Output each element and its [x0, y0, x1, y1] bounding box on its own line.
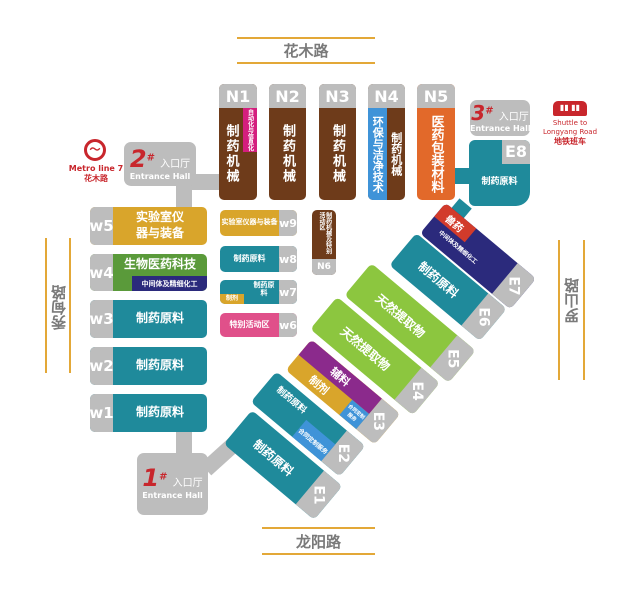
- hall-number: 1: [142, 464, 160, 492]
- hall-id: w5: [90, 207, 114, 245]
- hall-id: w9: [279, 210, 297, 236]
- shuttle-line1: Shuttle to: [552, 119, 588, 127]
- corridor: [190, 174, 222, 190]
- metro-station: 花木路: [84, 174, 108, 184]
- road-right: 罗山路: [563, 278, 581, 323]
- hall-id: N2: [269, 84, 306, 108]
- bus-icon: ▮▮ ▮▮: [553, 101, 587, 116]
- hall-category: 制药原料: [253, 281, 275, 298]
- hall-w3[interactable]: w3 制药原料: [90, 300, 207, 338]
- shuttle-line2: Longyang Road: [542, 128, 598, 137]
- hall-subcategory: 环保与洁净技术: [368, 108, 387, 200]
- road-line: [45, 238, 47, 373]
- hall-cn: 入口厅: [160, 159, 191, 170]
- road-line: [69, 238, 71, 373]
- hall-en: Entrance Hall: [142, 491, 203, 500]
- hall-id: N4: [368, 84, 405, 108]
- metro-line: Metro line 7: [68, 164, 124, 173]
- hall-category: 制药机械: [223, 124, 239, 184]
- road-line: [262, 527, 375, 529]
- hall-id: w6: [279, 313, 297, 337]
- hall-id: N1: [219, 84, 257, 108]
- entrance-hall-1[interactable]: 1# 入口厅 Entrance Hall: [137, 453, 208, 515]
- hall-sup: #: [159, 471, 168, 483]
- entrance-hall-2[interactable]: 2# 入口厅 Entrance Hall: [124, 142, 196, 186]
- hall-N5[interactable]: N5 医药包装材料: [417, 84, 455, 200]
- hall-category: 医药包装材料: [428, 115, 444, 193]
- hall-id: w3: [90, 300, 114, 338]
- road-left: 秀甸路: [50, 285, 68, 330]
- hall-id: N6: [312, 259, 336, 275]
- hall-number: 3: [471, 101, 486, 125]
- hall-category: 制药机械: [330, 124, 345, 184]
- hall-category: 制药原料: [135, 358, 184, 373]
- hall-id: E2: [335, 443, 352, 464]
- hall-w7[interactable]: 制药原料 制剂 w7: [220, 280, 297, 304]
- hall-id: w2: [90, 347, 114, 385]
- hall-category: 制药原料: [481, 177, 518, 187]
- hall-subcategory: 中间体及精细化工: [132, 276, 207, 291]
- hall-id: w8: [279, 246, 297, 272]
- hall-id: E6: [476, 307, 493, 327]
- road-line: [237, 62, 375, 64]
- hall-category: 特别活动区: [229, 319, 270, 329]
- hall-id: E8: [502, 140, 530, 164]
- hall-N4[interactable]: N4 环保与洁净技术 制药机械: [368, 84, 405, 200]
- hall-id: E7: [506, 276, 523, 296]
- hall-id: N5: [417, 84, 455, 108]
- hall-w5[interactable]: w5 实验室仪器与装备: [90, 207, 207, 245]
- hall-subcategory: 制剂: [220, 294, 244, 304]
- hall-N6[interactable]: 制药机械及特别活动区 N6: [312, 210, 336, 275]
- hall-w6[interactable]: 特别活动区 w6: [220, 313, 297, 337]
- road-line: [583, 240, 585, 380]
- hall-id: N3: [319, 84, 356, 108]
- hall-category: 制药机械: [389, 132, 403, 176]
- hall-id: w4: [90, 254, 114, 291]
- hall-w9[interactable]: 实验室仪器与装备 w9: [220, 210, 297, 236]
- hall-id: E4: [409, 381, 426, 402]
- hall-en: Entrance Hall: [129, 172, 191, 181]
- entrance-hall-3[interactable]: 3# 入口厅 Entrance Hall: [470, 100, 531, 136]
- metro-logo-icon: 〜: [84, 139, 106, 161]
- hall-category: 实验室仪器与装备: [135, 210, 184, 240]
- hall-category: 制药原料: [274, 385, 309, 417]
- hall-id: E5: [444, 349, 461, 369]
- road-line: [237, 37, 375, 39]
- hall-N2[interactable]: N2 制药机械: [269, 84, 306, 200]
- hall-sup: #: [146, 152, 155, 164]
- road-line: [558, 240, 560, 380]
- metro-label: Metro line 7 花木路: [66, 164, 126, 185]
- hall-cn: 入口厅: [498, 112, 529, 123]
- hall-category: 制药机械及特别活动区: [318, 212, 332, 254]
- hall-E8[interactable]: E8 制药原料: [469, 140, 530, 206]
- hall-id: E1: [311, 485, 328, 505]
- hall-id: w7: [279, 280, 297, 304]
- hall-category: 生物医药科技: [123, 257, 196, 272]
- hall-category: 制药机械: [280, 124, 295, 184]
- corridor: [176, 185, 192, 209]
- hall-id: w1: [90, 394, 114, 432]
- hall-number: 2: [129, 145, 147, 173]
- hall-category: 制药原料: [135, 311, 184, 326]
- hall-N3[interactable]: N3 制药机械: [319, 84, 356, 200]
- hall-category: 实验室仪器与装备: [221, 218, 278, 227]
- hall-w2[interactable]: w2 制药原料: [90, 347, 207, 385]
- shuttle-cn: 地铁班车: [554, 137, 586, 147]
- hall-w1[interactable]: w1 制药原料: [90, 394, 207, 432]
- corridor: [176, 430, 192, 456]
- hall-sup: #: [485, 105, 494, 117]
- hall-subcategory: 自动化与信息化: [243, 108, 257, 152]
- hall-en: Entrance Hall: [470, 124, 531, 133]
- hall-category: 制药原料: [233, 253, 266, 263]
- hall-cn: 入口厅: [172, 478, 203, 489]
- road-bottom: 龙阳路: [295, 533, 341, 551]
- hall-category: 制药原料: [135, 405, 184, 420]
- shuttle-label: Shuttle to Longyang Road 地铁班车: [535, 119, 605, 148]
- road-top: 花木路: [283, 42, 329, 60]
- hall-w8[interactable]: 制药原料 w8: [220, 246, 297, 272]
- hall-N1[interactable]: N1 制药机械 自动化与信息化: [219, 84, 257, 200]
- hall-w4[interactable]: w4 生物医药科技 中间体及精细化工: [90, 254, 207, 291]
- hall-id: E3: [370, 411, 387, 432]
- road-line: [262, 553, 375, 555]
